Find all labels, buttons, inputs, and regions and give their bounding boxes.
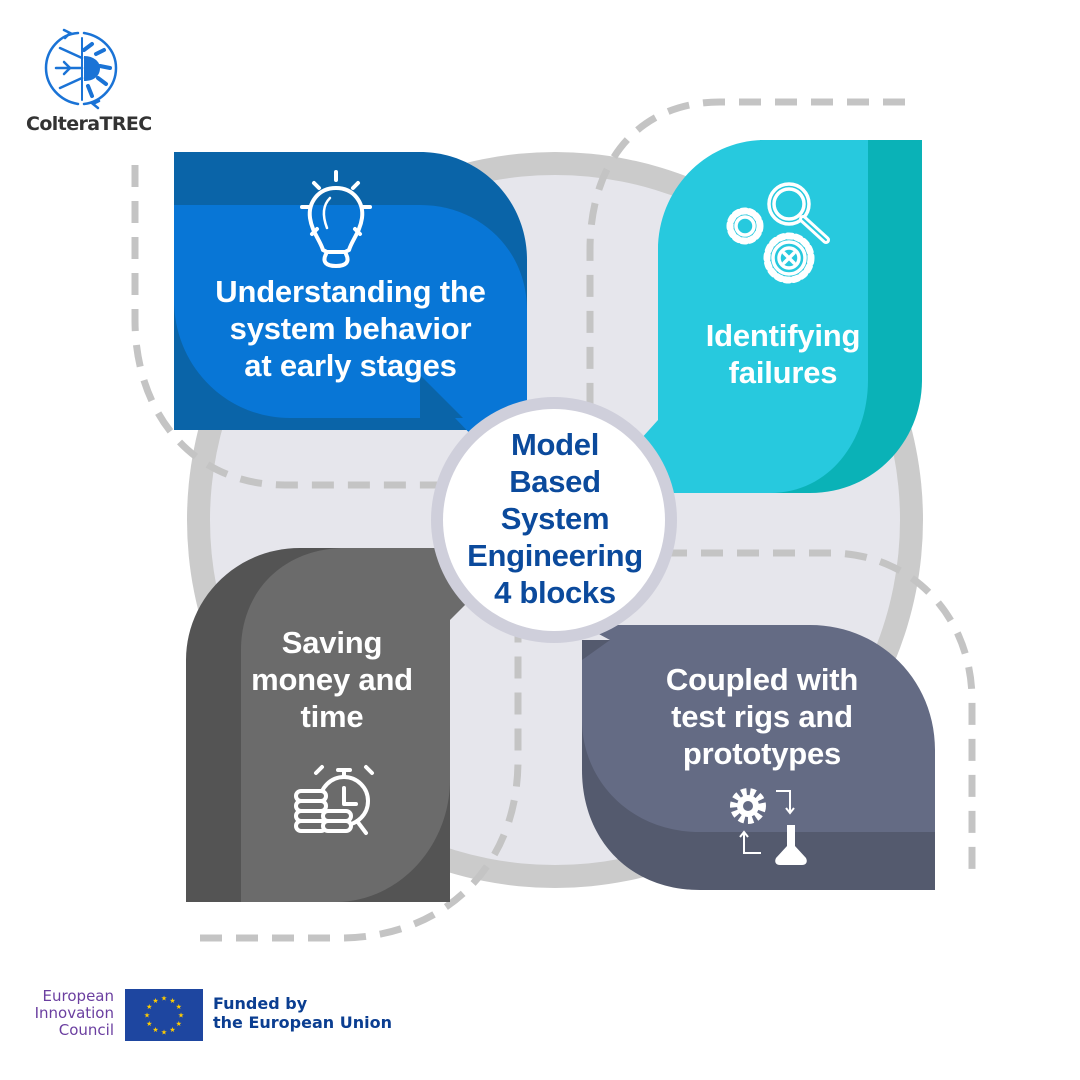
block-saving-label: Saving money and time — [251, 625, 413, 734]
block-coupled-body — [582, 625, 935, 832]
gears-magnifier-icon — [726, 182, 830, 284]
eu-star: ★ — [152, 997, 158, 1005]
eu-star: ★ — [152, 1026, 158, 1034]
snowflake-sun-cycle-icon — [44, 28, 118, 110]
eu-funding-text: Funded by the European Union — [213, 994, 392, 1032]
eu-star: ★ — [146, 1020, 152, 1028]
dash-top-right — [586, 98, 905, 410]
brand-name: ColteraTREC — [26, 113, 152, 135]
eu-flag-icon: ★★★★★★★★★★★★ — [125, 989, 203, 1041]
lightbulb-icon — [300, 170, 372, 268]
eic-logo-text: European Innovation Council — [34, 987, 114, 1039]
center-disc — [443, 409, 665, 631]
dash-bottom-right — [665, 549, 976, 880]
block-understanding-body — [174, 205, 527, 420]
block-understanding-label: Understanding the system behavior at ear… — [215, 274, 486, 383]
center-title: Model Based System Engineering 4 blocks — [467, 427, 643, 610]
coins-stopwatch-icon — [294, 765, 374, 835]
eu-star: ★ — [161, 995, 167, 1003]
eu-star: ★ — [176, 1020, 182, 1028]
eu-star: ★ — [176, 1003, 182, 1011]
eu-star: ★ — [178, 1012, 184, 1020]
eu-star: ★ — [161, 1029, 167, 1037]
block-coupled-label: Coupled with test rigs and prototypes — [665, 662, 859, 771]
block-saving[interactable] — [186, 548, 470, 902]
dash-top-left — [131, 165, 445, 489]
eu-star: ★ — [169, 997, 175, 1005]
eu-star: ★ — [144, 1012, 150, 1020]
eu-star: ★ — [146, 1003, 152, 1011]
block-identifying-label: Identifying failures — [705, 318, 861, 390]
block-understanding[interactable] — [174, 152, 527, 470]
block-coupled[interactable] — [582, 625, 935, 890]
dashed-connectors — [131, 98, 976, 942]
eu-star: ★ — [169, 1026, 175, 1034]
gear-flask-cycle-icon — [730, 788, 807, 865]
